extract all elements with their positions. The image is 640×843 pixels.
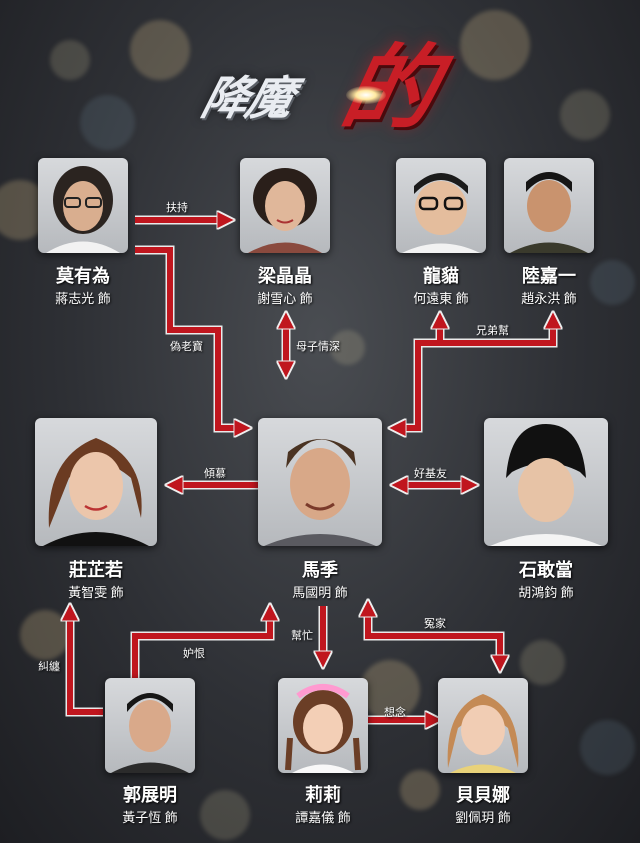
- actor-name-luk: 趙永洪 飾: [521, 291, 577, 306]
- portrait-leung: [240, 158, 330, 253]
- arrow-rival: [368, 606, 500, 666]
- portrait-lung: [396, 158, 486, 253]
- portrait-mo: [38, 158, 128, 253]
- relation-label-best-friend: 好基友: [414, 468, 447, 480]
- character-name-ma: 馬季: [302, 560, 338, 580]
- show-logo: 降魔 的: [196, 18, 448, 142]
- actor-name-lily: 譚嘉儀 飾: [295, 810, 351, 825]
- portrait-kwok: [105, 678, 195, 773]
- relation-label-admire: 傾慕: [204, 468, 226, 480]
- relation-label-fake-dad: 偽老寶: [170, 341, 203, 353]
- character-name-shek: 石敢當: [519, 560, 573, 580]
- relation-label-jealous: 妒恨: [183, 648, 205, 660]
- character-name-chong: 莊芷若: [69, 560, 123, 580]
- relation-label-rival: 冤家: [424, 618, 446, 630]
- arrow-brothers-b: [440, 318, 553, 346]
- character-name-lung: 龍貓: [423, 266, 459, 286]
- character-name-kwok: 郭展明: [123, 785, 177, 805]
- portrait-lily: [278, 678, 368, 773]
- arrow-brothers-a: [395, 318, 440, 428]
- relation-label-brothers: 兄弟幫: [476, 325, 509, 337]
- actor-name-ma: 馬國明 飾: [292, 585, 348, 600]
- character-name-leung: 梁晶晶: [258, 266, 312, 286]
- character-name-luk: 陸嘉一: [522, 266, 576, 286]
- arrow-fake-dad: [135, 247, 245, 428]
- actor-name-mo: 蔣志光 飾: [55, 291, 111, 306]
- actor-name-kwok: 黃子恆 飾: [122, 810, 178, 825]
- relation-label-help: 幫忙: [291, 630, 313, 642]
- actor-name-leung: 謝雪心 飾: [257, 291, 313, 306]
- actor-name-chong: 黃智雯 飾: [68, 585, 124, 600]
- relation-label-support: 扶持: [166, 202, 188, 214]
- portrait-ma: [258, 418, 382, 546]
- portrait-bui: [438, 678, 528, 773]
- portrait-luk: [504, 158, 594, 253]
- logo-glow: [346, 86, 386, 104]
- relation-label-mother-son: 母子情深: [296, 341, 340, 353]
- character-name-bui: 貝貝娜: [456, 785, 510, 805]
- arrow-pester: [70, 610, 103, 715]
- relation-label-miss: 想念: [384, 707, 406, 719]
- character-name-lily: 莉莉: [305, 785, 341, 805]
- portrait-chong: [35, 418, 157, 546]
- actor-name-bui: 劉佩玥 飾: [455, 810, 511, 825]
- character-name-mo: 莫有為: [56, 266, 110, 286]
- relation-label-pester: 糾纏: [38, 661, 60, 673]
- portrait-shek: [484, 418, 608, 546]
- actor-name-shek: 胡鴻鈞 飾: [518, 585, 574, 600]
- actor-name-lung: 何遠東 飾: [413, 291, 469, 306]
- arrow-jealous: [132, 610, 270, 680]
